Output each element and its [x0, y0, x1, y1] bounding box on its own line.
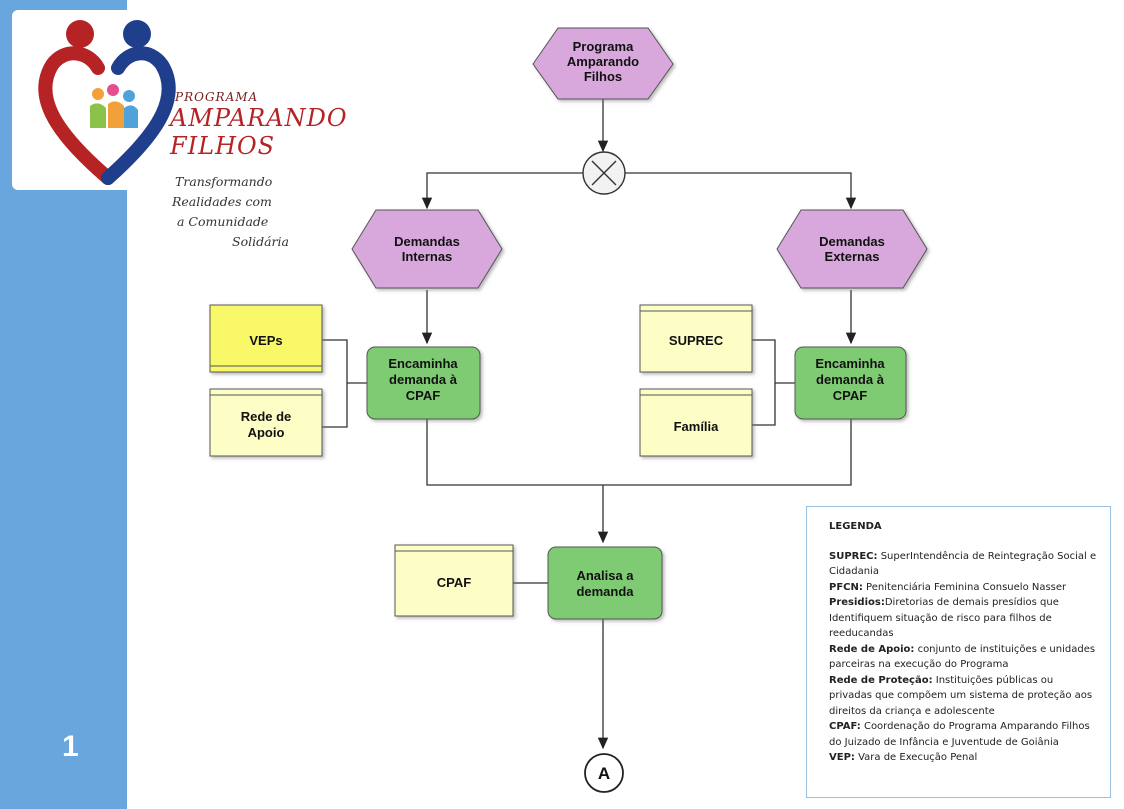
info-box-rede-de-apoio — [209, 388, 323, 457]
start-event-label: Programa — [573, 39, 634, 54]
function-node-encaminha-left — [366, 346, 481, 420]
legend-item: Rede de Proteção: Instituições públicas … — [829, 673, 1098, 720]
legend-term: CPAF: — [829, 721, 861, 732]
event-externas-label: Demandas — [819, 234, 885, 249]
legend-definition: Diretorias de demais presídios que Ident… — [829, 597, 1059, 639]
legend-box: LEGENDA SUPREC: SuperIntendência de Rein… — [806, 506, 1111, 798]
event-internas-label: Demandas — [394, 234, 460, 249]
legend-definition: Vara de Execução Penal — [854, 752, 978, 763]
legend-term: PFCN: — [829, 581, 863, 593]
legend-item: VEP: Vara de Execução Penal — [829, 750, 1098, 766]
legend-definition: Instituições públicas ou privadas que co… — [829, 674, 1093, 717]
start-event-label: Filhos — [584, 69, 622, 84]
connector-label: A — [598, 764, 610, 783]
legend-item: PFCN: Penitenciária Feminina Consuelo Na… — [829, 580, 1098, 596]
function-label: demanda à — [816, 372, 885, 387]
brand-program-label: PROGRAMA — [175, 90, 259, 104]
function-label: CPAF — [406, 388, 440, 403]
xor-gateway — [582, 151, 626, 195]
legend-term: Rede de Apoio: — [829, 643, 915, 655]
legend-definition: Penitenciária Feminina Consuelo Nasser — [862, 581, 1067, 593]
function-label: Encaminha — [388, 356, 458, 371]
info-box-label: SUPREC — [669, 333, 724, 348]
brand-title-line2: FILHOS — [170, 132, 276, 160]
info-box-label: VEPs — [249, 333, 282, 348]
page-number: 1 — [62, 730, 79, 763]
info-box-suprec — [639, 304, 753, 373]
start-event-label: Amparando — [567, 54, 639, 69]
start-event-node — [532, 27, 674, 100]
info-box-label: Rede de — [241, 409, 292, 424]
legend-definition: Coordenação do Programa Amparando Filhos… — [829, 721, 1090, 748]
function-label: Encaminha — [815, 356, 885, 371]
tagline-line: Transformando — [175, 174, 273, 189]
function-node-analisa — [547, 546, 663, 620]
event-externas-label: Externas — [825, 249, 880, 264]
tagline-line: Realidades com — [172, 194, 272, 209]
function-label: demanda à — [389, 372, 458, 387]
event-node-externas — [776, 209, 928, 289]
legend-term: VEP: — [829, 752, 855, 763]
function-label: Analisa a — [576, 568, 634, 583]
legend-item: CPAF: Coordenação do Programa Amparando … — [829, 719, 1098, 750]
function-node-encaminha-right — [794, 346, 907, 420]
legend-title: LEGENDA — [829, 521, 882, 532]
info-box-label: Família — [674, 419, 720, 434]
tagline-line: Solidária — [232, 234, 289, 249]
legend-definition: SuperIntendência de Reintegração Social … — [829, 550, 1097, 578]
info-box-familia — [639, 388, 753, 457]
legend-item: Presidios:Diretorias de demais presídios… — [829, 595, 1098, 642]
event-internas-label: Internas — [402, 249, 453, 264]
legend-term: SUPREC: — [829, 550, 878, 562]
event-node-internas — [351, 209, 503, 289]
brand-title-line1: AMPARANDO — [170, 104, 348, 132]
function-label: CPAF — [833, 388, 867, 403]
info-box-veps — [209, 304, 323, 373]
tagline-line: a Comunidade — [177, 214, 269, 229]
info-box-cpaf — [394, 544, 514, 617]
info-box-label: CPAF — [437, 575, 471, 590]
legend-term: Presidios: — [829, 597, 885, 608]
function-label: demanda — [576, 584, 634, 599]
connector-a — [584, 753, 624, 793]
info-box-label: Apoio — [248, 425, 285, 440]
program-logo — [12, 10, 202, 190]
legend-term: Rede de Proteção: — [829, 674, 933, 686]
legend-definition: conjunto de instituições e unidades parc… — [829, 643, 1096, 671]
legend-item: Rede de Apoio: conjunto de instituições … — [829, 642, 1098, 673]
legend-item: SUPREC: SuperIntendência de Reintegração… — [829, 549, 1098, 580]
